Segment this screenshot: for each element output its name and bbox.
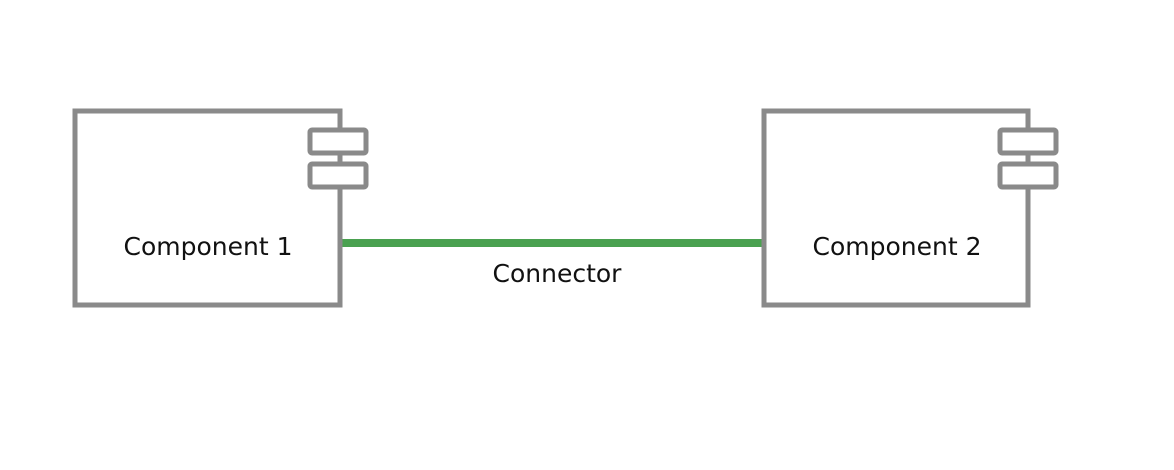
component-2-label: Component 2 bbox=[813, 232, 982, 261]
uml-component-icon bbox=[997, 127, 1059, 190]
component-1-label: Component 1 bbox=[124, 232, 293, 261]
component-1[interactable]: Component 1 bbox=[72, 108, 369, 308]
connector-label: Connector bbox=[493, 259, 623, 288]
uml-component-icon bbox=[307, 127, 369, 190]
component-2-box[interactable] bbox=[761, 108, 1031, 308]
component-1-box[interactable] bbox=[72, 108, 343, 308]
component-2[interactable]: Component 2 bbox=[761, 108, 1059, 308]
